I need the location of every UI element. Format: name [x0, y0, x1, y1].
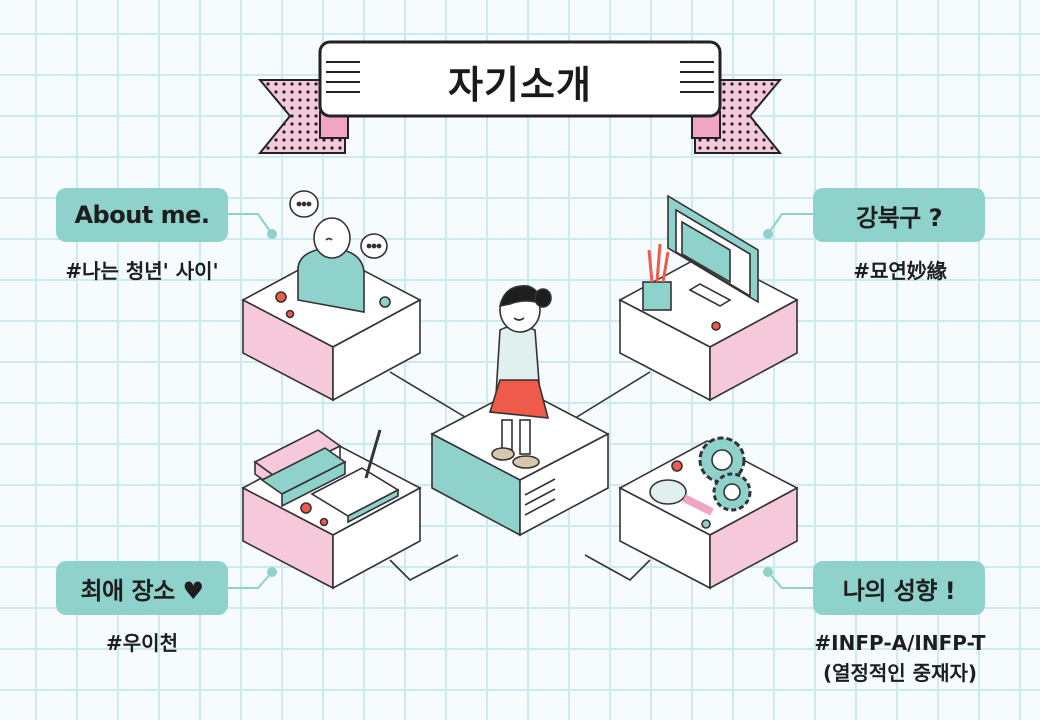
personality-label: 나의 성향 ! [813, 561, 985, 615]
platform-bottom-right [618, 440, 799, 590]
favorite-place-label: 최애 장소 ♥ [56, 561, 228, 615]
books-and-notebook [253, 429, 400, 527]
man-figure [275, 190, 391, 319]
computer-monitor [642, 194, 759, 331]
page-title: 자기소개 [448, 62, 592, 107]
gears-and-magnifier [649, 436, 752, 529]
about-me-label: About me. [56, 188, 228, 242]
girl-figure [488, 285, 552, 469]
label-pointers [226, 213, 814, 589]
platform-top-right [618, 252, 799, 402]
personality-tag-line2: (열정적인 중재자) [822, 661, 978, 685]
personality-tag-line1: #INFP-A/INFP-T [814, 631, 986, 655]
title-ribbon [257, 40, 783, 154]
favorite-place-tag: #우이천 [106, 631, 178, 655]
connector-lines [389, 371, 651, 581]
about-me-tag: #나는 청년' 사이' [65, 259, 219, 283]
region-label: 강북구 ? [813, 188, 985, 242]
region-tag: #묘연妙緣 [853, 259, 947, 283]
